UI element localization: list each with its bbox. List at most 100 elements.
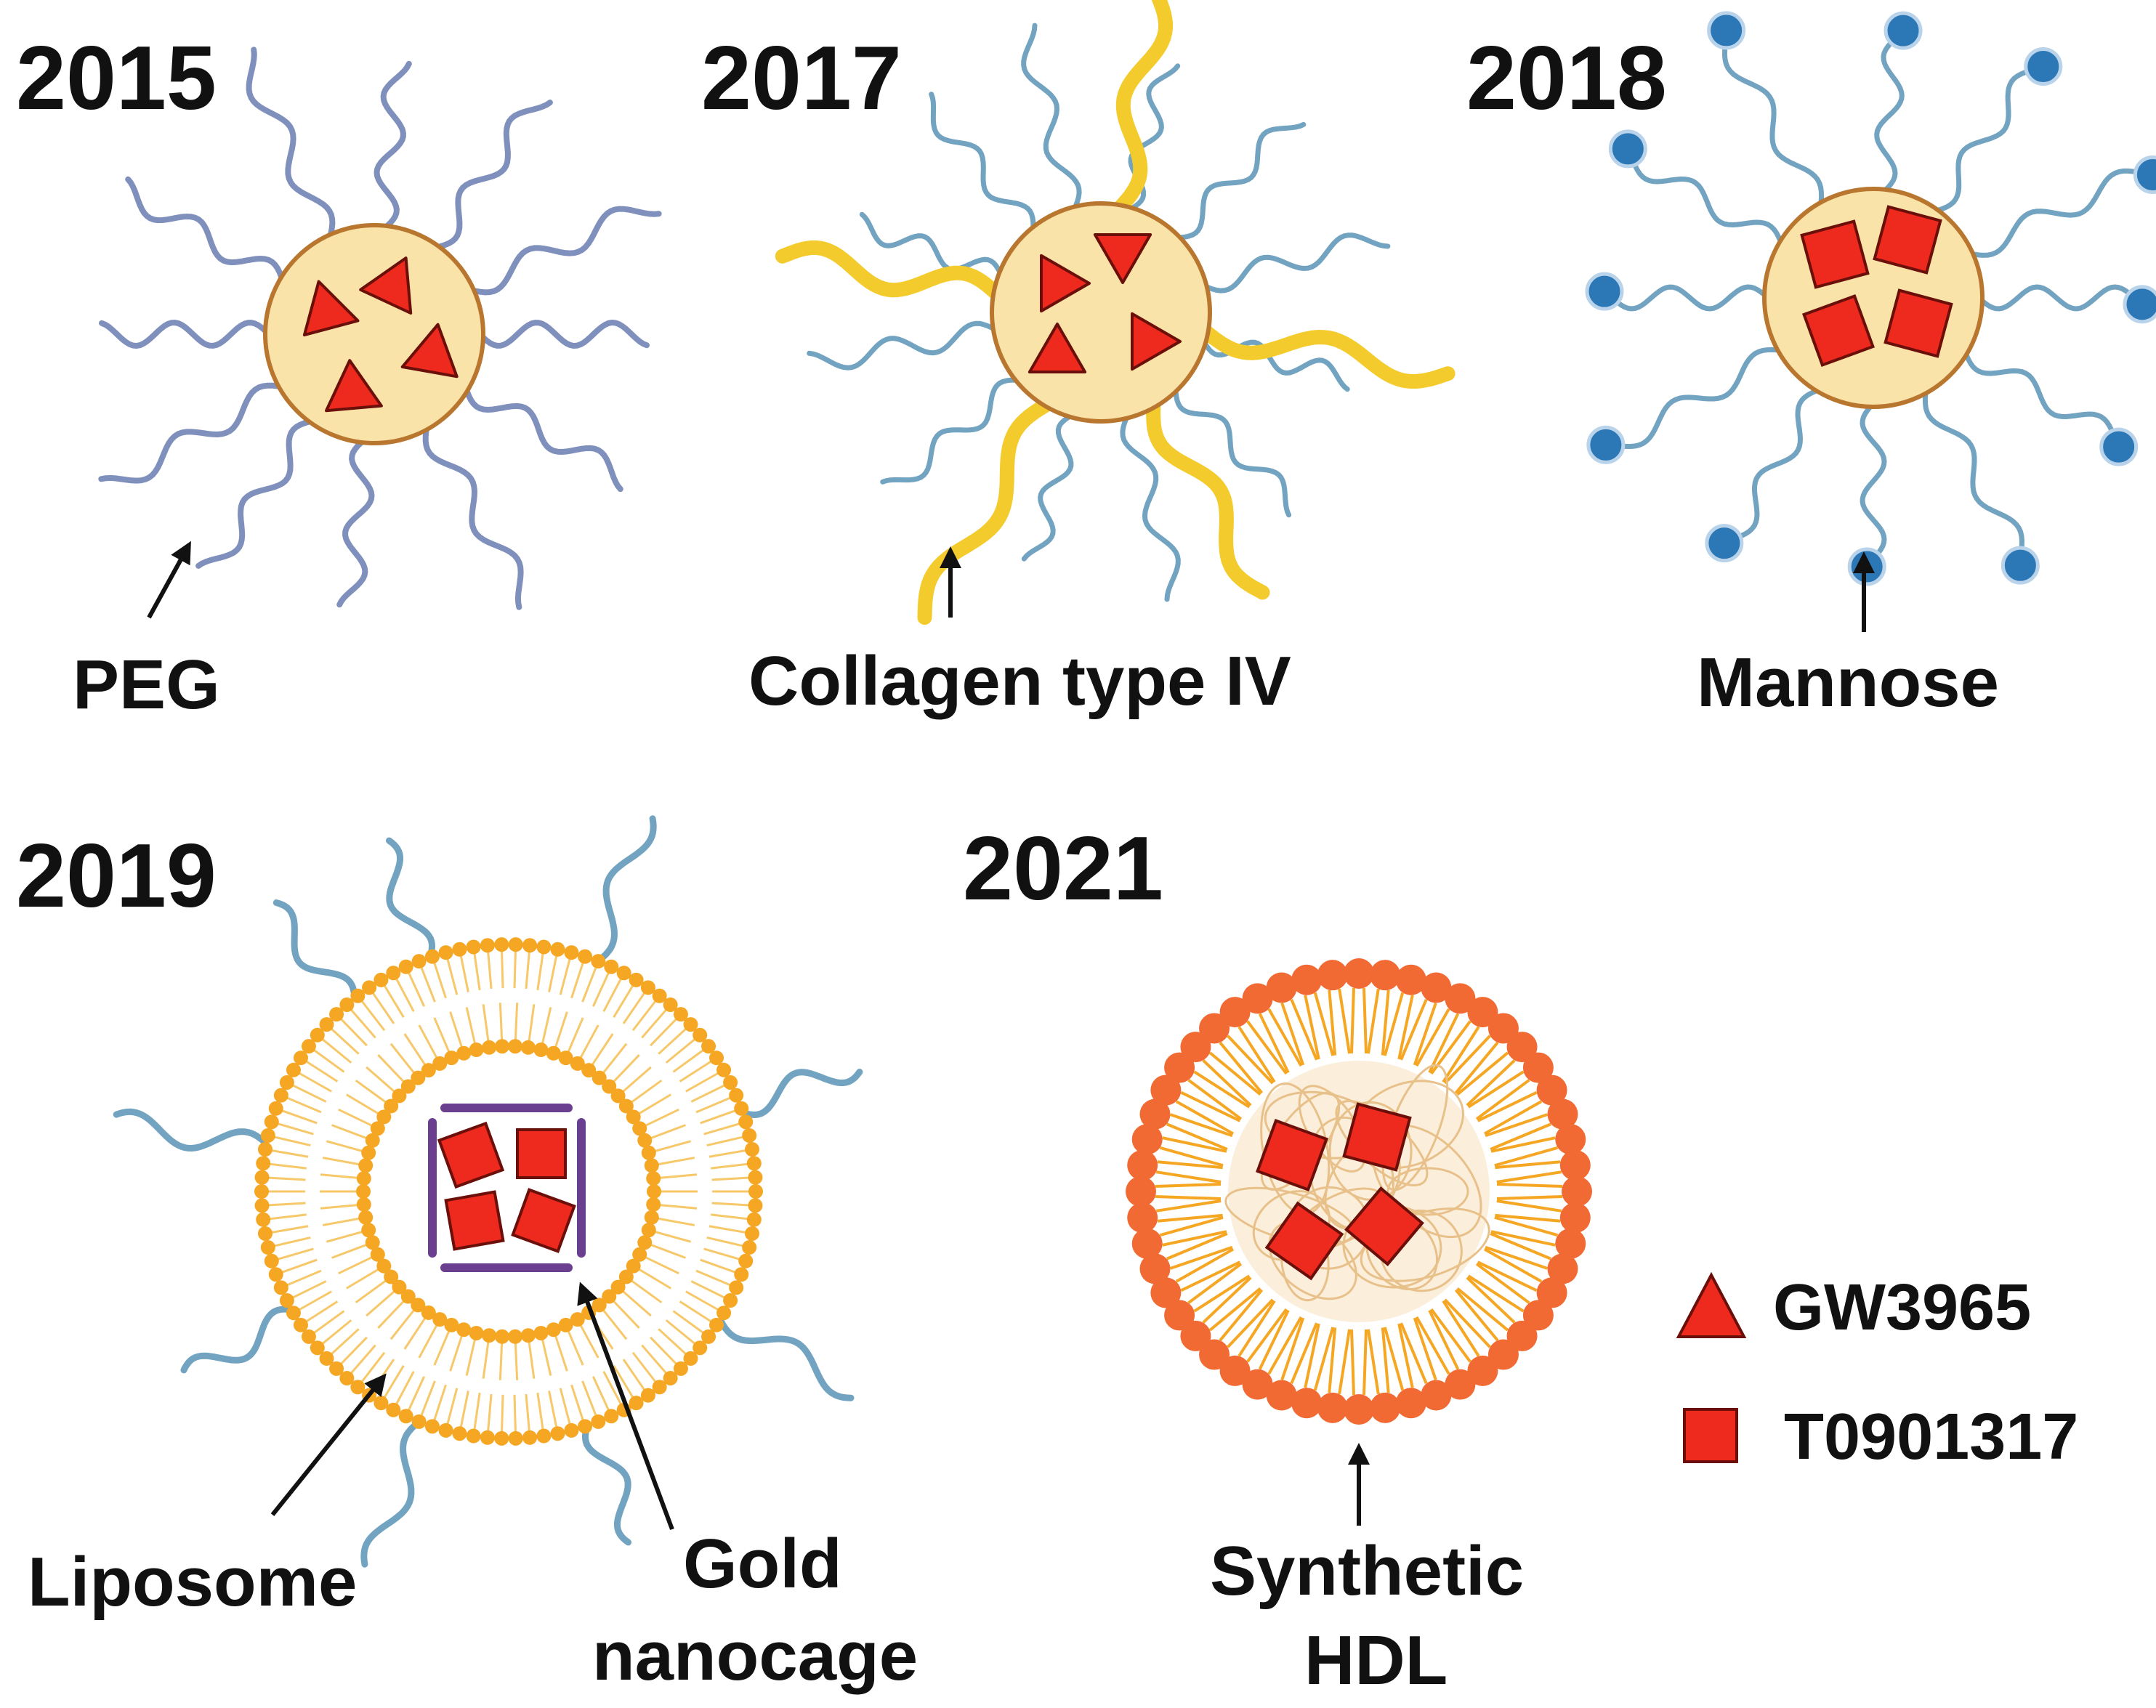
drug-square [1264, 1201, 1344, 1281]
mannose-head [1705, 524, 1744, 563]
lipid-head [558, 1051, 573, 1066]
lipid-tail [473, 952, 481, 991]
lipid-tail [1494, 1146, 1559, 1167]
lipid-tail [270, 1149, 309, 1158]
lipid-tail [665, 1037, 696, 1064]
lipid-tail [579, 1024, 599, 1059]
lipid-head [742, 1240, 757, 1255]
drug-square [1802, 294, 1875, 367]
lipid-tail [1313, 992, 1335, 1056]
lipid-tail [432, 1384, 447, 1422]
lipid-head [260, 1128, 275, 1143]
lipid-tail [331, 1124, 368, 1140]
lipid-head [339, 997, 355, 1013]
phospholipid-head [1421, 1380, 1452, 1411]
lipid-tail [1383, 992, 1405, 1056]
lipid-tail [377, 1300, 405, 1329]
lipid-head [693, 1027, 708, 1043]
lipid-tail [1496, 1195, 1563, 1200]
lipid-head [361, 1223, 376, 1238]
peg-chain [1173, 384, 1292, 518]
lipid-tail [298, 1290, 332, 1311]
lipid-tail [433, 1017, 451, 1053]
lipid-head [456, 1045, 472, 1061]
peg-chain [1021, 23, 1082, 214]
lipid-tail [355, 1079, 387, 1104]
mannose-head [1608, 129, 1647, 169]
lipid-tail [1258, 1309, 1290, 1370]
mannose-chains [1585, 11, 2156, 586]
lipid-head [734, 1267, 749, 1282]
lipid-head [644, 1210, 659, 1225]
lipid-tail [1454, 1289, 1499, 1342]
lipid-head [386, 1402, 401, 1417]
lipid-tail [331, 1243, 368, 1259]
lipid-tail [350, 1008, 376, 1039]
phospholipid-head [1536, 1277, 1567, 1308]
lipid-tail [312, 1048, 345, 1073]
lipid-head [683, 1017, 698, 1032]
lipid-tail [449, 1011, 464, 1048]
lipid-head [411, 1070, 426, 1085]
lipid-head [647, 1184, 661, 1199]
phospholipid-head [1522, 1052, 1554, 1083]
lipid-tail [695, 1269, 732, 1287]
lipid-head [358, 1210, 374, 1225]
lipid-head [438, 945, 453, 960]
phospholipid-head [1370, 1392, 1401, 1423]
peg-chains [98, 46, 662, 610]
lipid-tail [657, 1217, 695, 1226]
lipid-tail [326, 1230, 363, 1243]
lipid-head [376, 1258, 392, 1274]
lipid-head [279, 1293, 294, 1308]
peg-chain [1200, 337, 1350, 392]
lipid-tail [1280, 1317, 1305, 1380]
lipid-tail [1267, 1008, 1303, 1067]
lipid-strand [1360, 1207, 1490, 1282]
collagen-chains [775, 0, 1455, 625]
lipid-head [400, 1289, 416, 1304]
mannose-chain [1603, 347, 1785, 450]
lipid-head [279, 1074, 294, 1090]
lipid-head [629, 972, 644, 987]
lipid-tail [1328, 1327, 1337, 1393]
lipid-head [400, 1079, 416, 1094]
mannose-head [1847, 547, 1886, 586]
lipid-head [640, 1388, 655, 1403]
lipid-tail [277, 1122, 314, 1136]
mannose-core [1762, 187, 1985, 409]
lipid-tail [513, 1394, 517, 1433]
lipid-tail [389, 1043, 416, 1074]
lipid-tail [501, 1394, 504, 1433]
lipid-tail [690, 1280, 726, 1299]
lipid-tail [679, 1300, 713, 1323]
lipid-tail [1290, 998, 1318, 1061]
lipid-tail [366, 1066, 396, 1093]
lipid-strand [1386, 1167, 1469, 1216]
lipid-tail [498, 1003, 504, 1041]
lipid-tail [1238, 1026, 1276, 1083]
lipid-tail [1456, 1051, 1509, 1096]
drug-square [1873, 205, 1942, 275]
phospholipid-head [1547, 1098, 1578, 1130]
lipid-tail [1456, 1287, 1509, 1332]
lipid-tail [1338, 988, 1352, 1054]
lipid-head [610, 1088, 626, 1104]
lipid-tail [706, 1236, 744, 1247]
lipid-tail [591, 1033, 614, 1067]
lipid-tail [703, 1247, 740, 1260]
lipid-head [632, 1121, 647, 1136]
lipid-tail [1155, 1170, 1222, 1184]
lipid-tail [548, 1391, 558, 1428]
mannose-chain [1721, 28, 1825, 209]
phospholipid-head [1164, 1300, 1195, 1331]
lipid-tail [548, 955, 558, 992]
lipid-tail [1454, 1041, 1499, 1094]
lipid-tail [602, 977, 623, 1013]
lipid-tail [418, 1024, 438, 1059]
mannose-chain [1602, 284, 1771, 312]
lipid-head [254, 1170, 270, 1185]
lipid-tail [602, 1043, 628, 1074]
drug-square [1344, 1186, 1424, 1266]
lipid-tail [459, 955, 469, 992]
